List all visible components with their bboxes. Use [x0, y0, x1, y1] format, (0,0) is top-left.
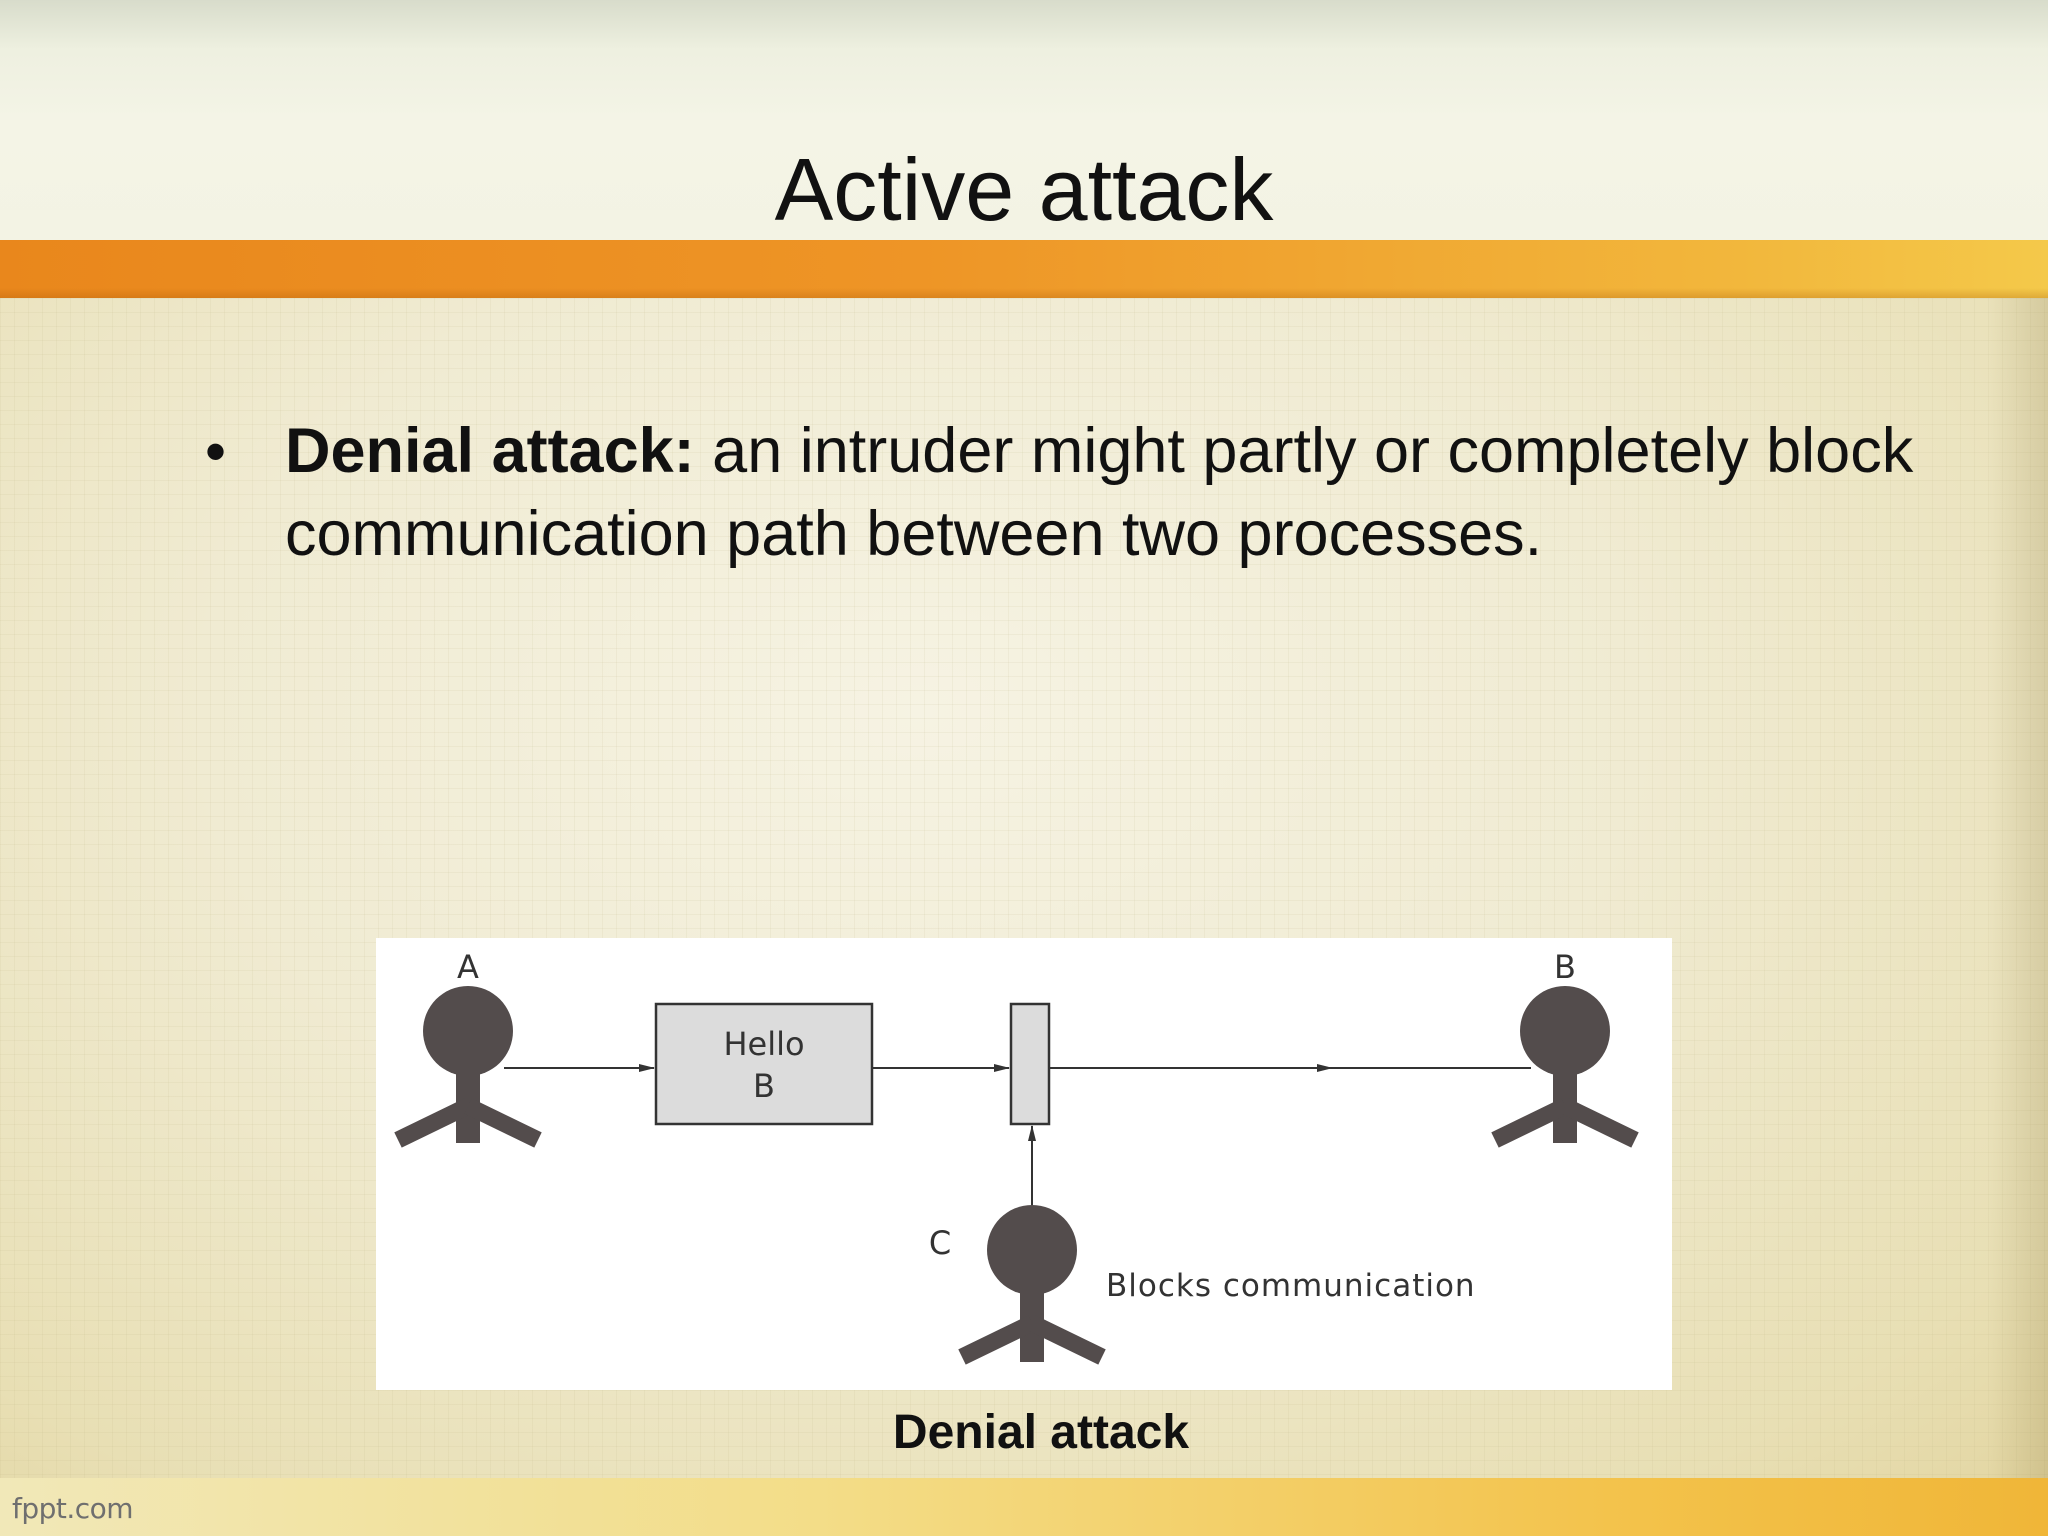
- blocking-barrier: [1009, 1002, 1051, 1126]
- message-box: [654, 1002, 874, 1126]
- actor-b-figure: [1491, 986, 1639, 1148]
- title-accent-bar: [0, 240, 2048, 298]
- header-band: [0, 0, 2048, 240]
- actor-a-figure: [394, 986, 542, 1148]
- bullet-term: Denial attack:: [285, 416, 695, 486]
- diagram-caption: Denial attack: [892, 1406, 1190, 1459]
- footer-bar: [0, 1478, 2048, 1536]
- bullet-text: Denial attack: an intruder might partly …: [285, 410, 1925, 576]
- actor-a-label: A: [457, 948, 479, 986]
- slide-title: Active attack: [774, 140, 1274, 239]
- actor-c-label: C: [929, 1224, 951, 1262]
- actor-b-label: B: [1554, 948, 1576, 986]
- denial-attack-diagram: A B Hello B C Blocks communication: [376, 938, 1672, 1390]
- actor-c-figure: [958, 1205, 1106, 1365]
- message-line-2: B: [753, 1067, 775, 1105]
- message-line-1: Hello: [723, 1025, 804, 1063]
- blocks-communication-label: Blocks communication: [1106, 1268, 1476, 1304]
- bullet-marker: •: [205, 418, 227, 485]
- bullet-description: an intruder might partly or completely b…: [285, 416, 1914, 569]
- footer-logo: fppt.com: [12, 1492, 134, 1525]
